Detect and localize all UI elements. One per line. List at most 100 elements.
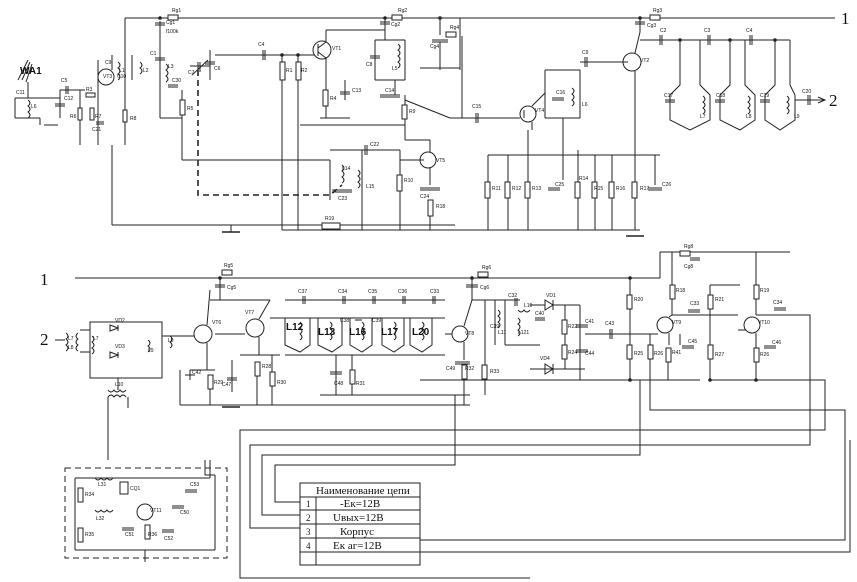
r19-resistor: R19 bbox=[321, 216, 341, 230]
component-label-top-c25: C25 bbox=[555, 182, 564, 188]
component-label-bottom-l16: L16 bbox=[349, 327, 367, 338]
component-label-bottom-c41: C41 bbox=[585, 319, 594, 325]
component-label-bottom-c49: C49 bbox=[446, 366, 455, 372]
component-label-top-cg4: Cg4 bbox=[430, 44, 439, 50]
component-label-top-r3: R3 bbox=[86, 87, 93, 93]
table-row-3-num: 3 bbox=[306, 527, 311, 537]
component-label-bottom-r20: R20 bbox=[634, 297, 643, 303]
component-label-bottom-vt8: VT8 bbox=[465, 331, 474, 337]
junction-dots bbox=[158, 16, 777, 382]
component-label-bottom-c37: C37 bbox=[298, 289, 307, 295]
component-label-bottom-vd3: VD3 bbox=[115, 344, 125, 350]
component-label-bottom-vd2: VD2 bbox=[115, 318, 125, 324]
component-label-bottom-r27: R27 bbox=[715, 352, 724, 358]
component-label-bottom-rg8: Rg8 bbox=[684, 244, 693, 250]
component-label-top-c30: C30 bbox=[172, 78, 181, 84]
component-label-bottom-r18: R18 bbox=[676, 288, 685, 294]
component-label-bottom-vd1: VD1 bbox=[546, 293, 556, 299]
component-label-bottom-l17: L17 bbox=[381, 327, 399, 338]
component-label-top-rg3: Rg3 bbox=[653, 8, 662, 14]
component-label-top-r16: R16 bbox=[616, 186, 625, 192]
component-label-top-r8: R8 bbox=[130, 116, 137, 122]
component-label-bottom-rg6: Rg6 bbox=[482, 265, 491, 271]
table-row-1-name: -Ек=12В bbox=[340, 498, 380, 510]
component-label-bottom-l20: L20 bbox=[412, 327, 430, 338]
component-label-top-l9: L9 bbox=[794, 114, 800, 120]
component-label-bottom-c38: C38 bbox=[340, 318, 349, 324]
component-label-top-c15: C15 bbox=[472, 104, 481, 110]
component-label-top-c14: C14 bbox=[385, 88, 394, 94]
component-label-top-r17: R17 bbox=[640, 186, 649, 192]
component-label-top-r12: R12 bbox=[512, 186, 521, 192]
component-label-top-c16: C16 bbox=[556, 90, 565, 96]
component-label-top-c9: C9 bbox=[105, 60, 112, 66]
vt4-mixer: C15 VT4 C16 L6 C9 bbox=[404, 50, 610, 180]
component-label-top-c100: f100k bbox=[166, 29, 179, 35]
balanced-mixer: L7 VD2 VD3 L9 L9 L10 bbox=[89, 318, 175, 460]
table-header: Наименование цепи bbox=[316, 485, 410, 497]
connector-table: Наименование цепи 1 -Ек=12В 2 Uвых=12В 3… bbox=[299, 482, 421, 566]
detector-resistor-bank: R11 R12 R13 C25 R14 R15 R16 R17 C26 bbox=[484, 130, 671, 237]
component-label-bottom-l10: L10 bbox=[115, 382, 124, 388]
component-label-top-l6: L6 bbox=[31, 104, 37, 110]
table-row-1-num: 1 bbox=[306, 499, 311, 509]
component-label-top-c19: C19 bbox=[760, 93, 769, 99]
rg1-cg1-decoupling: Rg1 Cg1 f100k bbox=[155, 8, 181, 45]
bias-network: R20 R25 R26 bbox=[420, 278, 700, 381]
component-label-bottom-r22: R22 bbox=[568, 324, 577, 330]
component-label-bottom-vt7: VT7 bbox=[245, 310, 254, 316]
component-label-top-l7: L7 bbox=[700, 114, 706, 120]
table-row-2-num: 2 bbox=[306, 513, 311, 523]
component-label-osc-c51: C51 bbox=[125, 532, 134, 538]
table-row-4-num: 4 bbox=[306, 541, 311, 551]
component-label-bottom-c48: C48 bbox=[334, 381, 343, 387]
component-label-bottom-c36: C36 bbox=[398, 289, 407, 295]
component-label-top-vt5: VT5 bbox=[436, 158, 445, 164]
component-label-top-c26: C26 bbox=[662, 182, 671, 188]
component-label-top-l2: L2 bbox=[143, 68, 149, 74]
vt1-collector-circuit: Rg2 Cg2 C8 L5 C14 R9 bbox=[300, 8, 416, 140]
component-label-top-vt1: VT1 bbox=[332, 46, 341, 52]
component-label-bottom-l12: L12 bbox=[286, 322, 304, 333]
component-label-bottom-c35: C35 bbox=[368, 289, 377, 295]
component-label-bottom-vd4: VD4 bbox=[540, 356, 550, 362]
component-label-bottom-r31: R31 bbox=[356, 381, 365, 387]
component-label-bottom-c32: C32 bbox=[508, 293, 517, 299]
component-label-top-vt4: VT4 bbox=[535, 108, 544, 114]
component-label-top-c6: C6 bbox=[214, 66, 221, 72]
component-label-bottom-c34: C34 bbox=[338, 289, 347, 295]
component-label-bottom-l11: L11 bbox=[498, 330, 506, 336]
component-label-bottom-c47: C47 bbox=[222, 382, 231, 388]
vt8-detector-stage: Rg6 Cg6 VT8 C49 R32 R33 C39 L11 C32 L10 … bbox=[445, 265, 540, 405]
component-label-top-c1: C1 bbox=[150, 51, 157, 57]
ganged-tuning-link bbox=[197, 70, 343, 196]
component-label-top-rg1: Rg1 bbox=[172, 8, 181, 14]
component-label-osc-c52: C52 bbox=[164, 536, 173, 542]
component-label-osc-c53: C53 bbox=[190, 482, 199, 488]
component-label-top-r2: R2 bbox=[301, 68, 308, 74]
component-label-top-l5: L5 bbox=[392, 66, 398, 72]
component-label-top-r19: R19 bbox=[325, 216, 334, 222]
component-label-top-r15: R15 bbox=[594, 186, 603, 192]
component-label-top-c2: C2 bbox=[660, 28, 667, 34]
component-label-bottom-l13: L13 bbox=[318, 327, 336, 338]
vt2-if-amplifier: Rg3 Cg3 VT2 C2 C3 C4 C17 L7 C18 L8 bbox=[610, 8, 838, 230]
component-label-osc-l32: L32 bbox=[96, 516, 105, 522]
component-label-bottom-c34b: C34 bbox=[773, 300, 782, 306]
vt1-rf-amplifier: C4 R1 R2 VT1 R4 C13 bbox=[215, 29, 385, 230]
component-label-bottom-l9: L9 bbox=[148, 348, 154, 354]
component-label-top-r18: R18 bbox=[436, 204, 445, 210]
component-label-top-rg2: Rg2 bbox=[398, 8, 407, 14]
component-label-bottom-r30: R30 bbox=[277, 380, 286, 386]
component-label-bottom-c43: C43 bbox=[605, 321, 614, 327]
if-filter-bank: C37 C34 C35 C36 C33 L12 L13 L16 C38 L17 … bbox=[270, 289, 445, 395]
component-label-bottom-r26b: R26 bbox=[760, 352, 769, 358]
component-label-bottom-c42: C42 bbox=[192, 370, 201, 376]
component-label-top-c4b: C4 bbox=[746, 28, 753, 34]
terminal-1-bottom: 1 bbox=[40, 270, 49, 289]
component-label-top-r11: R11 bbox=[492, 186, 501, 192]
component-label-bottom-vt6: VT6 bbox=[212, 320, 221, 326]
component-label-bottom-vt10: VT10 bbox=[758, 320, 770, 326]
crystal-oscillator-module: L31 R34 R35 CQ1 C53 L32 VT11 C50 C51 R36… bbox=[64, 460, 228, 562]
table-row-3-name: Корпус bbox=[340, 526, 374, 538]
